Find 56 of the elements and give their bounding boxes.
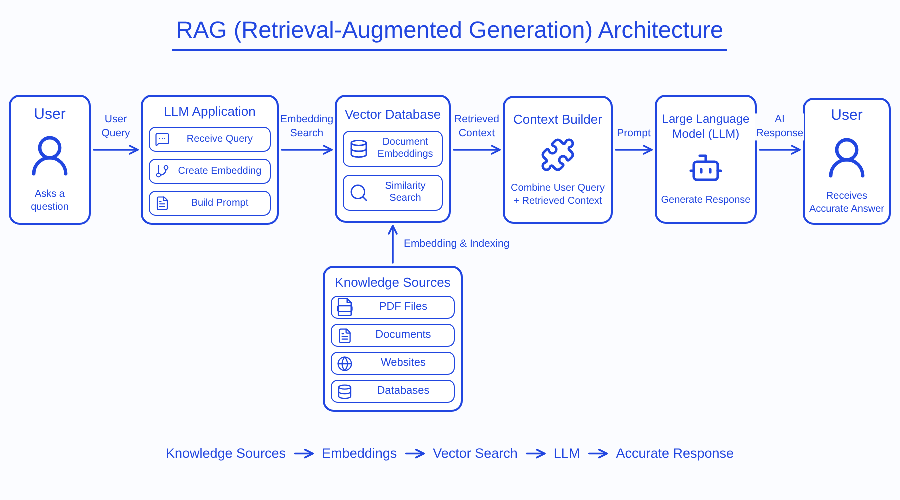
panel-heading: Knowledge Sources	[335, 274, 451, 292]
arrow	[453, 145, 501, 155]
step-box	[149, 159, 271, 184]
step-label: Receive Query	[186, 134, 254, 146]
edge-label: Embedding & Indexing	[403, 238, 511, 252]
panel-heading: LLM Application	[164, 104, 256, 120]
panel-heading: Vector Database	[344, 106, 442, 124]
step-label: Similarity Search	[384, 181, 427, 206]
component-card	[803, 98, 891, 225]
card-description: Asks a question	[30, 188, 70, 214]
component-card	[503, 96, 613, 224]
step-label: Build Prompt	[190, 198, 250, 210]
step-box	[149, 191, 271, 216]
edge-label: User Query	[100, 114, 132, 141]
edge-label: Prompt	[616, 127, 652, 141]
flow-step-label: Embeddings	[322, 445, 398, 463]
arrow	[93, 145, 139, 155]
group-panel	[335, 95, 451, 223]
flow-step-label: Vector Search	[433, 445, 518, 463]
step-label: PDF Files	[378, 301, 429, 314]
flow-step-label: Accurate Response	[616, 445, 734, 463]
arrow	[388, 225, 398, 264]
arrow	[281, 145, 333, 155]
arrow	[759, 145, 801, 155]
component-card	[9, 95, 91, 225]
step-box	[149, 127, 271, 152]
card-heading: Context Builder	[514, 112, 602, 128]
step-label: Document Embeddings	[376, 137, 434, 162]
step-box	[343, 175, 443, 212]
card-heading: User	[831, 107, 863, 126]
title: RAG (Retrieval-Augmented Generation) Architecture	[172, 16, 728, 52]
flow-step-label: LLM	[554, 445, 580, 463]
step-label: Documents	[374, 329, 432, 342]
step-label: Websites	[380, 357, 428, 370]
flow-step-label: Knowledge Sources	[166, 445, 286, 463]
card-description: Generate Response	[661, 194, 751, 207]
arrow	[615, 145, 653, 155]
step-label: Databases	[376, 385, 431, 398]
card-heading: Large Language Model (LLM)	[661, 112, 751, 142]
component-card	[655, 95, 757, 224]
arrow	[294, 448, 314, 459]
step-box	[343, 131, 443, 168]
step-box	[331, 324, 455, 348]
step-label: Create Embedding	[177, 166, 263, 178]
arrow	[405, 448, 426, 459]
arrow	[526, 448, 546, 459]
card-description: Combine User Query + Retrieved Context	[510, 182, 606, 208]
arrow	[588, 448, 608, 459]
group-panel	[323, 266, 463, 412]
card-heading: User	[34, 106, 66, 124]
card-description: Receives Accurate Answer	[809, 190, 885, 216]
group-panel	[141, 95, 279, 225]
edge-label: AI Response	[755, 114, 805, 141]
step-box	[331, 352, 455, 376]
step-box	[331, 296, 455, 320]
step-box	[331, 380, 455, 404]
